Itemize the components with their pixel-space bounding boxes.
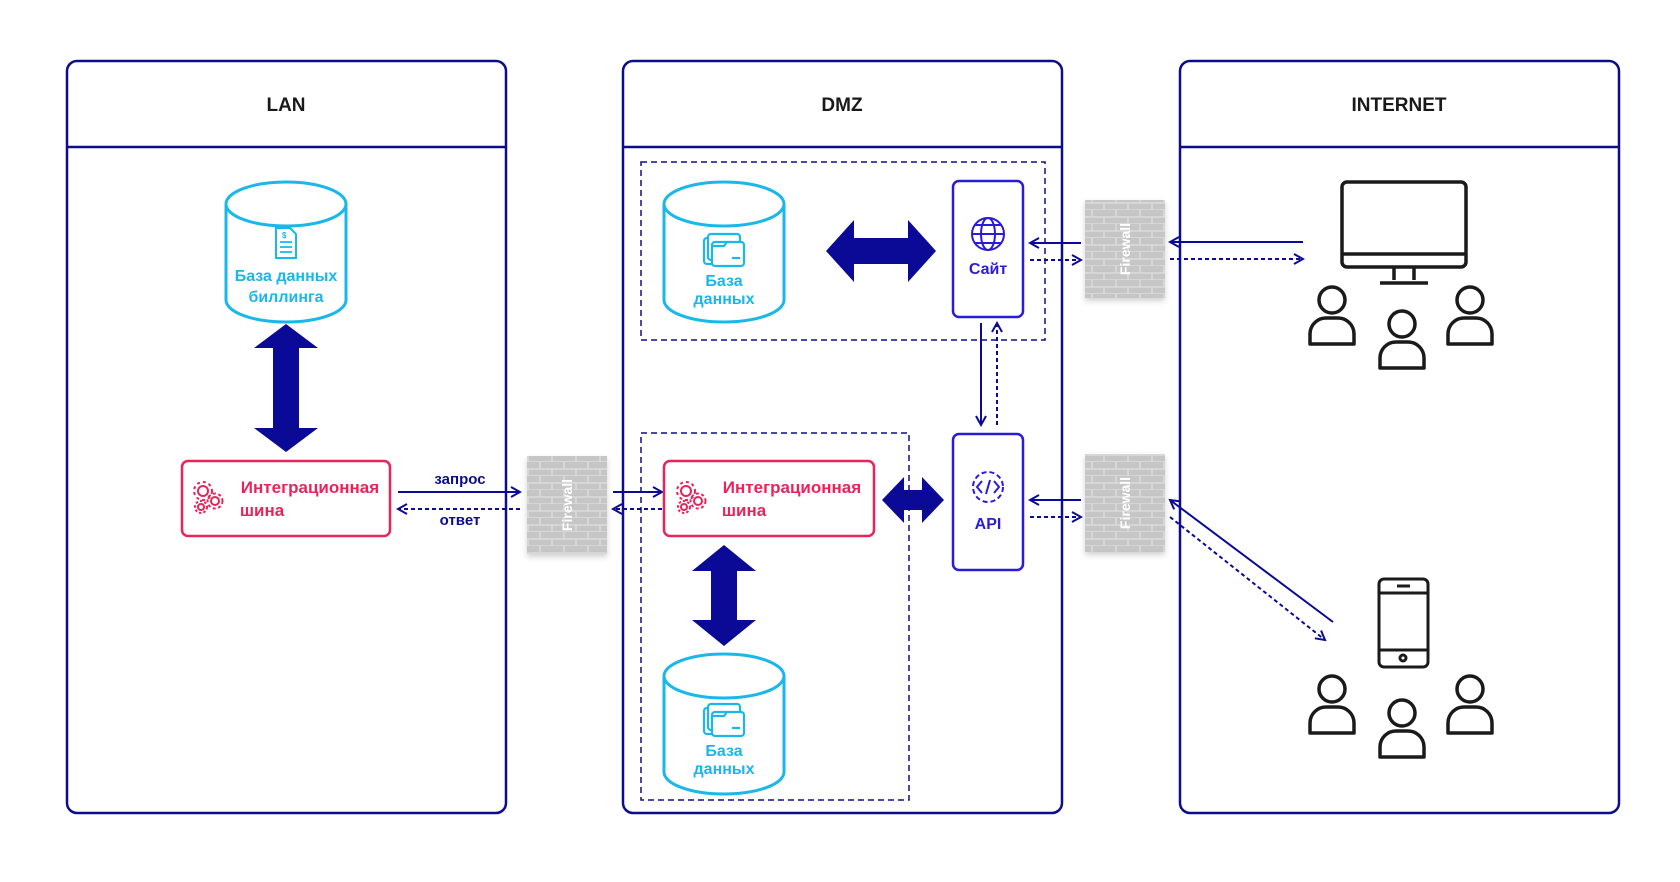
smartphone-icon: [1377, 577, 1430, 669]
api-label: API: [975, 516, 1002, 533]
user-icon: [1378, 698, 1426, 759]
user-icon: [1446, 285, 1494, 346]
lan-integration-bus: Интеграционная шина: [180, 459, 392, 538]
firewall-dmz-internet-bottom: Firewall: [1085, 454, 1165, 552]
svg-text:$: $: [282, 231, 287, 240]
mobile-to-fw-arrow: [1170, 500, 1334, 623]
db-site-arrow: [826, 220, 936, 282]
dmz-integration-group: [640, 432, 910, 801]
site-node: Сайт: [951, 179, 1025, 319]
user-icon: [1308, 674, 1356, 735]
billing-database: $ База данных биллинга: [224, 180, 348, 324]
globe-icon: [971, 217, 1005, 251]
api-node: API: [951, 432, 1025, 572]
lan-bus-label-line1: Интеграционная: [241, 478, 379, 497]
zone-internet: INTERNET: [1178, 59, 1621, 815]
desktop-users: [1308, 285, 1494, 370]
zone-lan: LAN: [65, 59, 508, 815]
dmz-integration-bus: Интеграционная шина: [662, 459, 876, 538]
firewall-label: Firewall: [559, 479, 575, 531]
billing-db-label-line2: биллинга: [248, 289, 323, 306]
dmz-bus-label-line2: шина: [722, 501, 767, 520]
zone-title-dmz: DMZ: [821, 95, 863, 116]
billing-db-label-line1: База данных: [235, 268, 338, 285]
dmz-database-top: База данных: [662, 180, 786, 324]
dmz-bus-label-line1: Интеграционная: [723, 478, 861, 497]
dmz-db-bottom-line2: данных: [694, 761, 755, 778]
dmz-web-group: [640, 161, 1046, 341]
fw-to-mobile-arrow: [1169, 516, 1325, 640]
site-label: Сайт: [969, 261, 1007, 278]
dmz-database-bottom: База данных: [662, 652, 786, 796]
request-label: запрос: [434, 471, 485, 488]
monitor-icon: [1340, 180, 1468, 285]
firewall-lan-dmz: Firewall: [527, 456, 607, 554]
document-icon: $: [275, 227, 297, 259]
user-icon: [1446, 674, 1494, 735]
lan-bus-label-line2: шина: [240, 501, 285, 520]
code-icon: [972, 471, 1004, 503]
zone-title-lan: LAN: [266, 95, 305, 116]
response-label: ответ: [440, 512, 481, 529]
dmz-db-top-line1: База: [705, 273, 742, 290]
user-icon: [1308, 285, 1356, 346]
user-icon: [1378, 309, 1426, 370]
dmz-db-top-line2: данных: [694, 291, 755, 308]
zone-dmz: DMZ: [621, 59, 1064, 815]
dmz-db-bottom-line1: База: [705, 743, 742, 760]
firewall-label: Firewall: [1117, 477, 1133, 529]
bus-api-arrow: [882, 477, 944, 523]
firewall-dmz-internet-top: Firewall: [1085, 200, 1165, 298]
lan-db-bus-arrow: [254, 324, 318, 452]
firewall-label: Firewall: [1117, 223, 1133, 275]
zone-title-internet: INTERNET: [1352, 95, 1447, 116]
bus-db-arrow: [692, 545, 756, 646]
mobile-users: [1308, 674, 1494, 759]
